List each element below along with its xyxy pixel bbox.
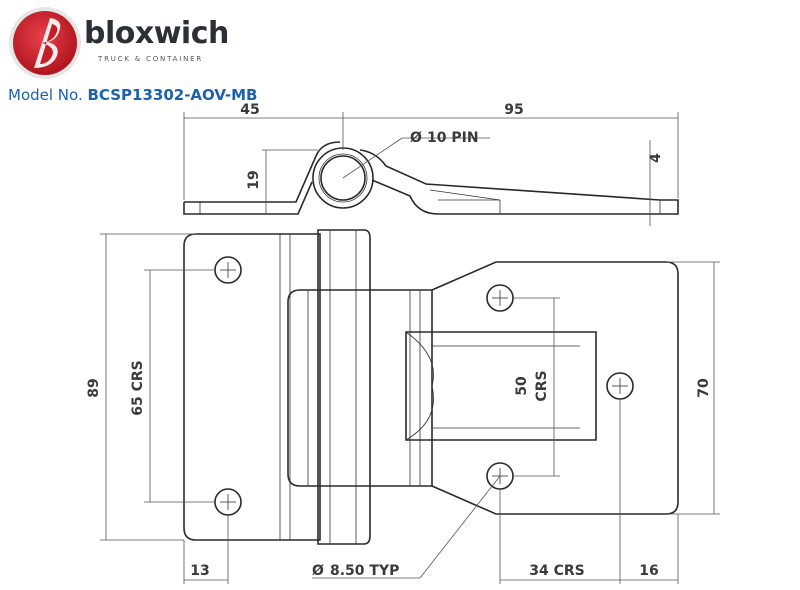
hole-center-right <box>606 372 634 400</box>
dim-pin: 10 PIN <box>427 130 479 146</box>
bloxwich-logo-icon <box>9 7 81 79</box>
hinge-side-view <box>183 141 679 215</box>
dia-symbol-hole: Ø <box>312 563 324 579</box>
dim-65-crs: 65 CRS <box>130 360 146 416</box>
brand-tagline: TRUCK & CONTAINER <box>98 55 203 63</box>
dim-4: 4 <box>648 153 664 163</box>
brand-header: bloxwich TRUCK & CONTAINER <box>0 0 250 86</box>
dia-symbol-pin: Ø <box>410 130 422 146</box>
brand-name: bloxwich <box>84 16 229 51</box>
dimension-lines <box>100 112 720 584</box>
hole-top-left <box>214 256 242 284</box>
hole-top-right <box>486 284 514 312</box>
dim-50: 50 <box>514 376 530 396</box>
model-number-line: Model No. BCSP13302-AOV-MB <box>8 86 258 104</box>
mounting-holes <box>214 256 634 516</box>
dim-hole: 8.50 TYP <box>330 563 399 579</box>
dim-45: 45 <box>240 102 259 118</box>
model-label: Model No. <box>8 86 83 104</box>
hinge-top-view <box>183 229 679 545</box>
dim-34-crs: 34 CRS <box>529 563 585 579</box>
dim-89: 89 <box>86 378 102 397</box>
dim-13: 13 <box>190 563 209 579</box>
dim-70: 70 <box>696 378 712 398</box>
dim-16: 16 <box>639 563 658 579</box>
dim-95: 95 <box>504 102 523 118</box>
model-number: BCSP13302-AOV-MB <box>87 86 258 104</box>
dim-50-crs: CRS <box>534 370 550 401</box>
dim-19: 19 <box>246 170 262 189</box>
hole-bottom-left <box>214 488 242 516</box>
